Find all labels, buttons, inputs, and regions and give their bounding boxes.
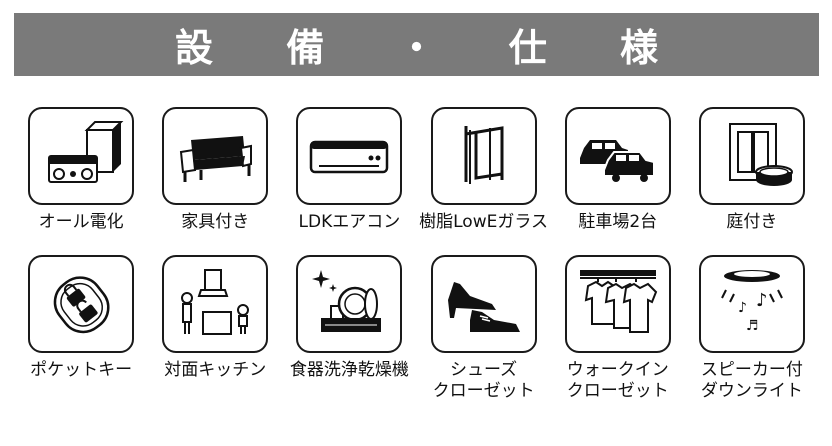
feature-item-pocket-key: ポケットキー	[14, 255, 148, 402]
feature-tile	[28, 107, 135, 205]
feature-label: 家具付き	[181, 212, 250, 232]
feature-item-furniture: 家具付き	[148, 107, 282, 233]
feature-item-walk-in-closet: ウォークイン クローゼット	[551, 255, 685, 402]
page-title: 設 備 ・ 仕 様	[175, 26, 688, 70]
feature-label-line: スピーカー付	[700, 360, 803, 380]
speaker-downlight-icon: ♪ ♪ ♬	[721, 270, 783, 334]
svg-text:♬: ♬	[746, 318, 759, 334]
feature-item-low-e-glass: 樹脂LowEガラス	[417, 107, 551, 233]
all-electric-icon	[48, 121, 124, 183]
feature-label-line: クローゼット	[432, 381, 535, 401]
feature-tile	[430, 255, 537, 353]
feature-label: オール電化	[38, 212, 124, 232]
feature-tile	[564, 255, 671, 353]
feature-item-parking: 駐車場2台	[551, 107, 685, 233]
feature-label: LDKエアコン	[298, 212, 401, 232]
svg-text:♪: ♪	[756, 290, 768, 311]
feature-grid: オール電化 家具付き LDKエア	[14, 107, 819, 402]
feature-tile	[698, 107, 805, 205]
feature-label: シューズ クローゼット	[433, 360, 535, 402]
section-banner: 設 備 ・ 仕 様	[14, 13, 819, 76]
feature-label: ウォークイン クローゼット	[567, 360, 669, 402]
feature-label-line: ウォークイン	[566, 360, 669, 380]
feature-label: 食器洗浄乾燥機	[289, 360, 409, 380]
kitchen-icon	[181, 269, 250, 335]
feature-tile	[296, 255, 403, 353]
feature-label: 対面キッチン	[164, 360, 267, 380]
feature-tile	[430, 107, 537, 205]
feature-tile	[296, 107, 403, 205]
pocket-key-icon	[53, 276, 110, 334]
air-conditioner-icon	[310, 140, 389, 174]
feature-item-speaker-downlight: ♪ ♪ ♬ スピーカー付 ダウンライト	[685, 255, 819, 402]
feature-item-dishwasher: 食器洗浄乾燥機	[282, 255, 416, 402]
shoes-icon	[447, 282, 520, 332]
feature-label: ポケットキー	[30, 360, 133, 380]
dishwasher-icon	[312, 270, 382, 332]
feature-tile	[28, 255, 135, 353]
feature-item-kitchen: 対面キッチン	[148, 255, 282, 402]
feature-item-all-electric: オール電化	[14, 107, 148, 233]
svg-text:♪: ♪	[738, 300, 747, 316]
feature-tile	[162, 255, 269, 353]
feature-label-line: ダウンライト	[700, 381, 803, 401]
feature-label-line: クローゼット	[566, 381, 669, 401]
feature-tile: ♪ ♪ ♬	[698, 255, 805, 353]
window-glass-icon	[464, 126, 504, 184]
sofa-icon	[180, 136, 253, 182]
feature-label: 庭付き	[726, 212, 778, 232]
clothes-closet-icon	[579, 270, 657, 333]
feature-tile	[162, 107, 269, 205]
feature-item-ldk-aircon: LDKエアコン	[282, 107, 416, 233]
garden-gate-icon	[728, 123, 793, 186]
feature-label-line: シューズ	[450, 360, 518, 380]
two-cars-icon	[579, 140, 655, 182]
feature-label: スピーカー付 ダウンライト	[701, 360, 803, 402]
feature-label: 樹脂LowEガラス	[419, 212, 549, 232]
feature-label: 駐車場2台	[578, 212, 658, 232]
feature-item-shoes-closet: シューズ クローゼット	[417, 255, 551, 402]
feature-item-garden: 庭付き	[685, 107, 819, 233]
feature-tile	[564, 107, 671, 205]
